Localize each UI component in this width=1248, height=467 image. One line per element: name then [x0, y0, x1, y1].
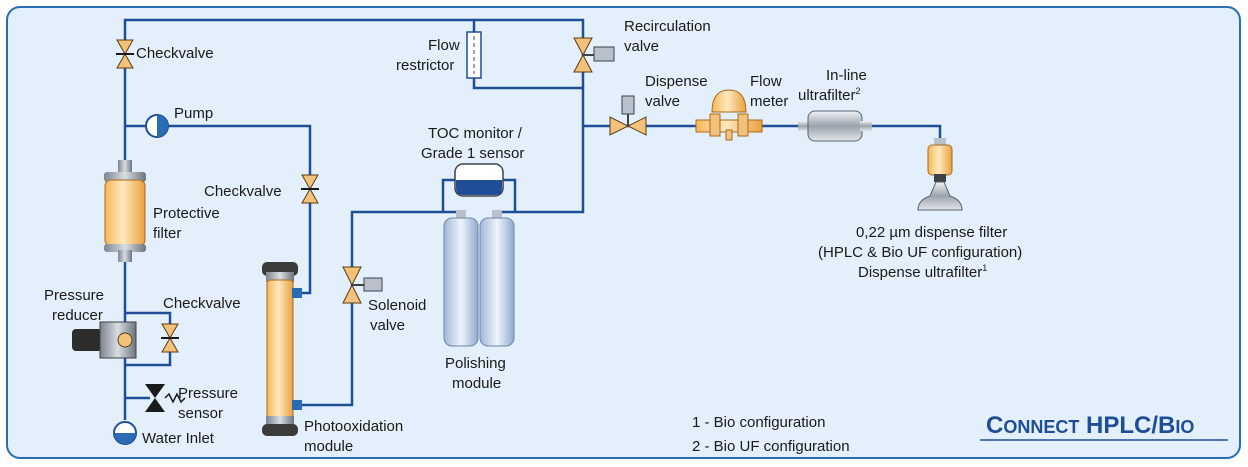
- pressure-sensor-label-line1: Pressure: [178, 385, 238, 402]
- pressure-sensor-label-line2: sensor: [178, 405, 223, 422]
- brand-c: C: [986, 412, 1003, 439]
- recirculation-valve-label-line2: valve: [624, 38, 659, 55]
- connect-hplc-bio-title: CONNECT HPLC/BIO: [986, 412, 1194, 439]
- protective-filter-label-line1: Protective: [153, 205, 220, 222]
- dispense-ultrafilter-footnote-mark: 1: [982, 263, 987, 273]
- solenoid-valve-label-line2: valve: [370, 317, 405, 334]
- dispense-filter-label-line3: Dispense ultrafilter1: [858, 263, 987, 281]
- dispense-valve-label-line1: Dispense: [645, 73, 708, 90]
- dispense-filter-icon[interactable]: [917, 138, 963, 211]
- main-loop-pipe: [123, 18, 585, 420]
- recirculation-pipe: [474, 18, 585, 88]
- flow-meter-label-line2: meter: [750, 93, 788, 110]
- flow-restrictor-icon[interactable]: [466, 31, 482, 79]
- pressure-reducer-icon[interactable]: [72, 321, 137, 359]
- checkvalve-middle-label: Checkvalve: [204, 183, 282, 200]
- water-inlet-label: Water Inlet: [142, 430, 215, 447]
- dispense-filter-label-line1: 0,22 µm dispense filter: [856, 224, 1007, 241]
- solenoid-valve-label-line1: Solenoid: [368, 297, 426, 314]
- inline-ultrafilter-text: ultrafilter: [798, 87, 856, 104]
- inline-ultrafilter-footnote-mark: 2: [856, 86, 861, 96]
- photooxidation-label-line2: module: [304, 438, 353, 455]
- diagram-panel: [6, 6, 1241, 459]
- flow-meter-label-line1: Flow: [750, 73, 782, 90]
- checkvalve-top-label: Checkvalve: [136, 45, 214, 62]
- dispense-filter-label-line2: (HPLC & Bio UF configuration): [818, 244, 1022, 261]
- checkvalve-top[interactable]: [116, 39, 134, 69]
- toc-monitor-label-line2: Grade 1 sensor: [421, 145, 524, 162]
- protective-filter-label-line2: filter: [153, 225, 181, 242]
- toc-monitor-icon[interactable]: [454, 163, 504, 197]
- recirculation-valve-label-line1: Recirculation: [624, 18, 711, 35]
- protective-filter-icon[interactable]: [104, 160, 146, 262]
- brand-onnect: ONNECT: [1003, 417, 1079, 437]
- recirculation-valve-icon[interactable]: [573, 37, 615, 73]
- toc-monitor-label-line1: TOC monitor /: [428, 125, 523, 142]
- brand-hplc: HPLC/: [1079, 412, 1158, 439]
- flow-restrictor-label-line2: restrictor: [396, 57, 454, 74]
- pressure-reducer-label-line1: Pressure: [44, 287, 104, 304]
- flow-meter-icon[interactable]: [695, 89, 763, 141]
- brand-io: IO: [1175, 417, 1194, 437]
- polishing-module-icon[interactable]: [443, 210, 515, 347]
- pump-label: Pump: [174, 105, 213, 122]
- photooxidation-label-line1: Photooxidation: [304, 418, 403, 435]
- inline-ultrafilter-label-line2: ultrafilter2: [798, 86, 861, 104]
- pressure-sensor-icon[interactable]: [145, 384, 186, 412]
- inline-ultrafilter-icon[interactable]: [798, 110, 872, 142]
- flow-restrictor-label-line1: Flow: [428, 37, 460, 54]
- checkvalve-middle[interactable]: [301, 174, 319, 204]
- polishing-module-label-line1: Polishing: [445, 355, 506, 372]
- inline-ultrafilter-label-line1: In-line: [826, 67, 867, 84]
- pipe-network: [123, 18, 942, 420]
- solenoid-valve-icon[interactable]: [342, 266, 383, 304]
- footnote-2: 2 - Bio UF configuration: [692, 438, 850, 455]
- photooxidation-module-icon[interactable]: [262, 262, 302, 436]
- polishing-module-label-line2: module: [452, 375, 501, 392]
- checkvalve-bottom-label: Checkvalve: [163, 295, 241, 312]
- checkvalve-bottom[interactable]: [161, 323, 179, 353]
- brand-b: B: [1158, 412, 1175, 439]
- dispense-valve-label-line2: valve: [645, 93, 680, 110]
- pump-icon[interactable]: [145, 114, 169, 138]
- pressure-reducer-label-line2: reducer: [52, 307, 103, 324]
- photooxidation-to-polishing-pipe: [300, 210, 460, 407]
- water-inlet-icon[interactable]: [113, 421, 137, 445]
- footnote-1: 1 - Bio configuration: [692, 414, 825, 431]
- pump-to-photooxidation-pipe: [125, 124, 312, 295]
- dispense-valve-icon[interactable]: [609, 95, 647, 136]
- dispense-ultrafilter-text: Dispense ultrafilter: [858, 264, 982, 281]
